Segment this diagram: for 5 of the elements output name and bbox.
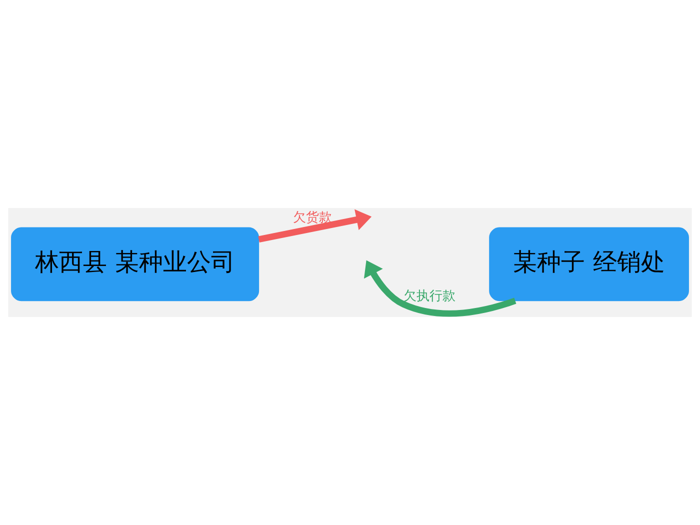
edge-label: 欠货款 — [292, 210, 332, 226]
node-box: 某种子 经销处 — [489, 227, 689, 302]
edge-label: 欠执行款 — [403, 289, 456, 304]
arrow — [258, 209, 372, 243]
node-box: 林西县 某种业公司 — [11, 227, 260, 302]
